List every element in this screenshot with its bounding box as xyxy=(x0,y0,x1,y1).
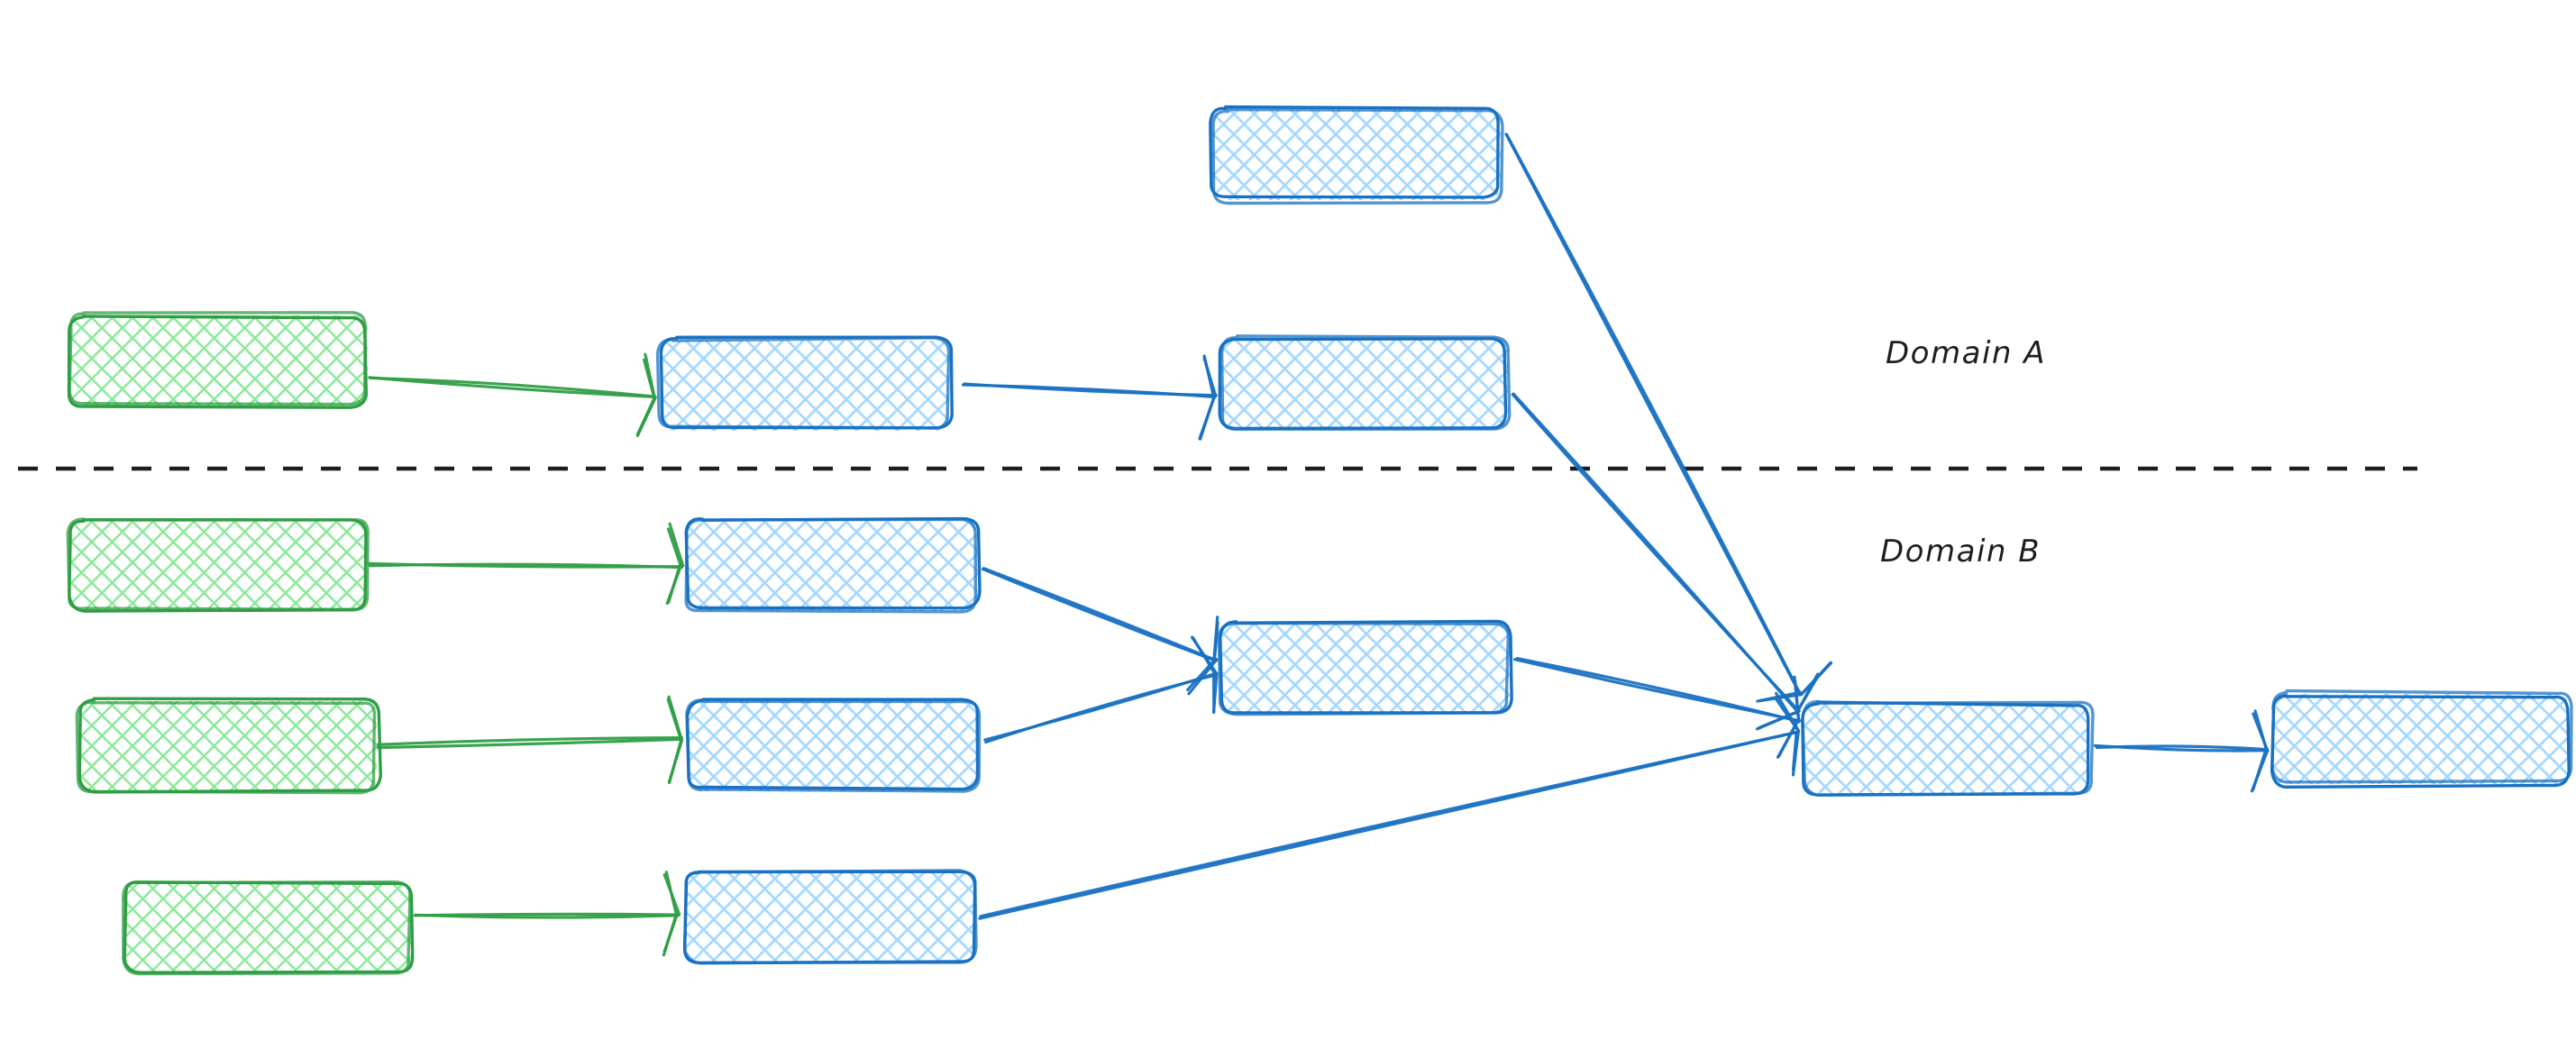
edge-e1 xyxy=(368,352,657,438)
node-b-proc-2[interactable] xyxy=(685,698,982,793)
node-b-agg[interactable] xyxy=(1217,619,1513,716)
edge-e2 xyxy=(961,354,1218,441)
node-a-proc-1[interactable] xyxy=(655,335,954,431)
edge-e7 xyxy=(413,871,681,957)
edge-e3 xyxy=(1504,132,1833,703)
edge-layer xyxy=(368,132,2270,957)
edge-e11 xyxy=(978,691,1801,920)
node-b-src-2[interactable] xyxy=(75,697,382,795)
edge-e5 xyxy=(368,522,685,606)
node-a-top[interactable] xyxy=(1209,105,1504,205)
edge-e6 xyxy=(373,695,684,785)
edge-e12 xyxy=(2093,709,2270,793)
node-b-src-1[interactable] xyxy=(66,517,370,613)
node-b-out[interactable] xyxy=(2270,689,2573,789)
edge-e8 xyxy=(981,567,1219,696)
domain-a-label: Domain A xyxy=(1886,335,2046,371)
node-b-src-3[interactable] xyxy=(122,880,415,976)
node-a-src-1[interactable] xyxy=(67,311,369,409)
edge-e9 xyxy=(983,635,1219,744)
node-a-proc-2[interactable] xyxy=(1218,334,1512,431)
node-b-sink[interactable] xyxy=(1801,700,2095,797)
node-layer xyxy=(66,105,2573,976)
node-b-proc-1[interactable] xyxy=(684,516,982,614)
node-b-proc-3[interactable] xyxy=(682,869,978,965)
domain-b-label: Domain B xyxy=(1880,534,2042,570)
edge-e4 xyxy=(1511,392,1820,731)
